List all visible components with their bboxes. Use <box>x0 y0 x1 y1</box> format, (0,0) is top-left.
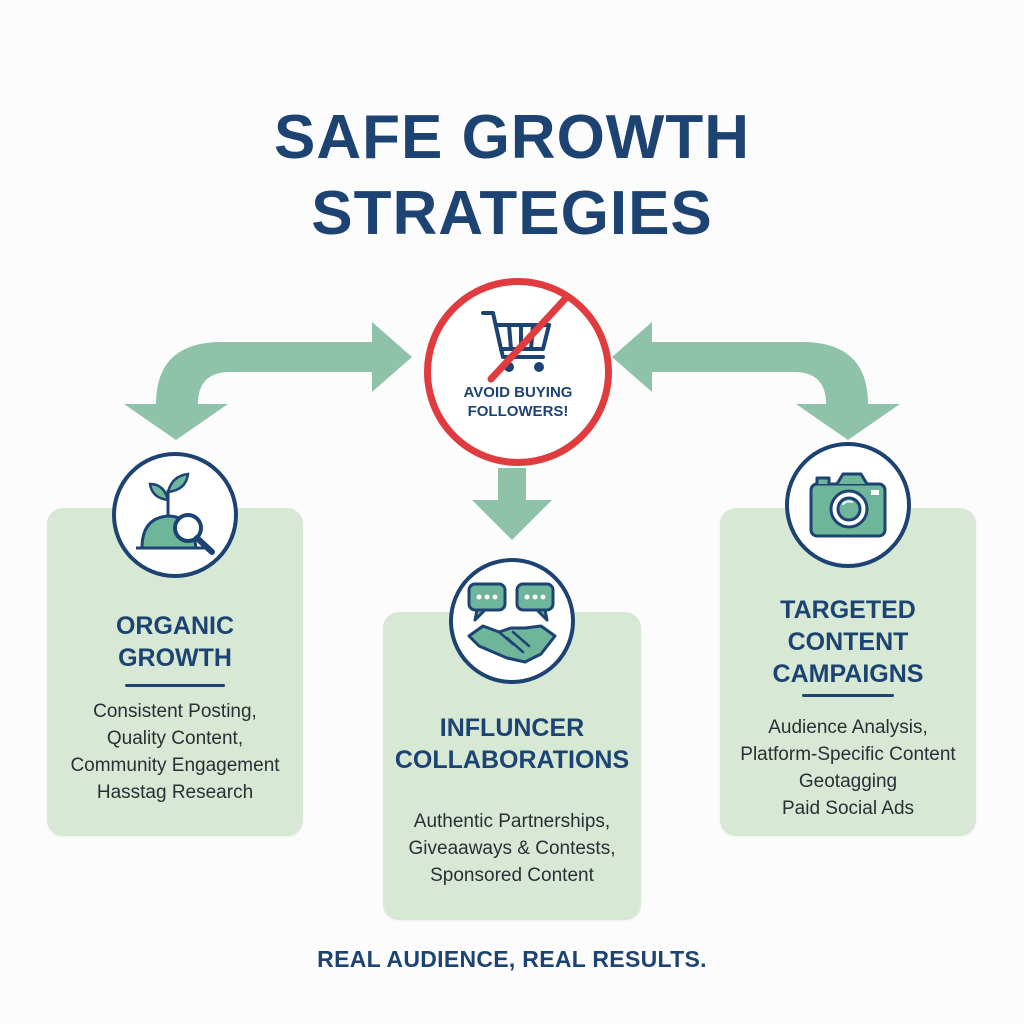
list-item: Authentic Partnerships, <box>413 811 611 832</box>
card-title-line: ORGANIC <box>115 612 235 640</box>
organic-growth-icon-circle <box>112 452 238 578</box>
chat-handshake-icon <box>467 582 557 664</box>
page-title-line-1: SAFE GROWTH <box>274 103 750 172</box>
list-item: Sponsored Content <box>430 865 594 886</box>
list-item: Community Engagement <box>70 755 280 776</box>
card-title-line: COLLABORATIONS <box>394 746 630 774</box>
influencer-icon-circle <box>449 558 575 684</box>
card-title-line: GROWTH <box>118 644 232 672</box>
list-item: Platform-Specific Content <box>740 744 956 765</box>
list-item: Hasstag Research <box>96 782 254 803</box>
card-title-line: CONTENT <box>787 628 909 656</box>
card-title-line: INFLUNCER <box>439 714 585 742</box>
influencer-collaborations-title: INFLUNCER COLLABORATIONS <box>383 712 641 776</box>
targeted-icon-circle <box>785 442 911 568</box>
list-item: Giveaaways & Contests, <box>408 838 616 859</box>
arrow-to-targeted <box>612 322 900 440</box>
card-divider <box>802 694 894 697</box>
list-item: Audience Analysis, <box>768 717 928 738</box>
page-title: SAFE GROWTH STRATEGIES <box>0 100 1024 252</box>
tagline: REAL AUDIENCE, REAL RESULTS. <box>317 946 707 972</box>
arrow-to-influencer <box>472 468 552 540</box>
influencer-collaborations-items: Authentic Partnerships, Giveaaways & Con… <box>383 808 641 889</box>
page-title-line-2: STRATEGIES <box>311 179 713 248</box>
camera-icon <box>809 472 887 538</box>
targeted-campaigns-items: Audience Analysis, Platform-Specific Con… <box>720 714 976 822</box>
card-divider <box>125 684 225 687</box>
avoid-buying-followers-sign: AVOID BUYING FOLLOWERS! <box>424 278 612 466</box>
list-item: Geotagging <box>798 771 898 792</box>
shopping-cart-icon <box>481 295 569 383</box>
avoid-buying-label-line-1: AVOID BUYING <box>463 384 573 401</box>
avoid-buying-label-line-2: FOLLOWERS! <box>467 403 569 420</box>
list-item: Paid Social Ads <box>781 798 915 819</box>
avoid-buying-label: AVOID BUYING FOLLOWERS! <box>431 383 605 421</box>
list-item: Quality Content, <box>106 728 244 749</box>
arrow-to-organic <box>124 322 412 440</box>
organic-growth-title: ORGANIC GROWTH <box>47 610 303 674</box>
targeted-campaigns-title: TARGETED CONTENT CAMPAIGNS <box>720 594 976 690</box>
plant-magnifier-icon <box>136 472 215 555</box>
list-item: Consistent Posting, <box>93 701 257 722</box>
organic-growth-items: Consistent Posting, Quality Content, Com… <box>47 698 303 806</box>
influencer-collaborations-card: INFLUNCER COLLABORATIONS Authentic Partn… <box>383 612 641 920</box>
card-title-line: TARGETED <box>780 596 916 624</box>
card-title-line: CAMPAIGNS <box>772 660 924 688</box>
